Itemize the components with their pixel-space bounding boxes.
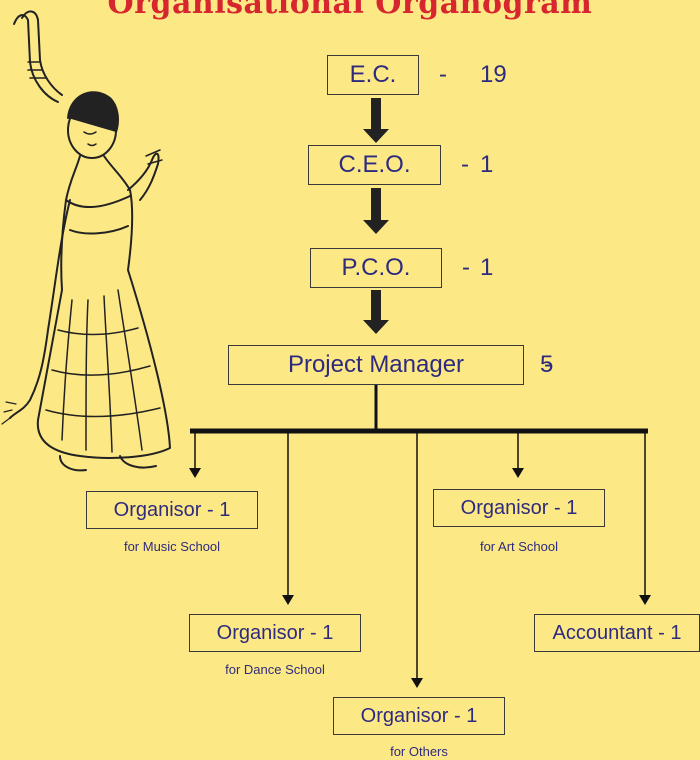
page-title: Organisational Organogram <box>107 0 593 21</box>
role-dash: - <box>462 254 470 281</box>
role-count: 1 <box>480 254 494 281</box>
branch-subtitle: for Music School <box>123 539 221 554</box>
branch-box: Organisor - 1 <box>433 489 605 527</box>
branch-arrowhead <box>512 468 524 478</box>
role-count: 19 <box>480 61 507 88</box>
branch-box: Accountant - 1 <box>534 614 700 652</box>
branch-box: Organisor - 1 <box>189 614 361 652</box>
role-box: C.E.O. <box>308 145 441 185</box>
role-count: 1 <box>480 151 494 178</box>
branch-arrowhead <box>189 468 201 478</box>
branch-subtitle: for Others <box>390 744 448 759</box>
branch-arrowhead <box>639 595 651 605</box>
branch-box: Organisor - 1 <box>333 697 505 735</box>
role-dash: - <box>544 351 552 378</box>
role-dash: - <box>439 61 447 88</box>
branch-subtitle: for Art School <box>479 539 559 554</box>
branch-subtitle: for Dance School <box>225 662 325 677</box>
role-dash: - <box>461 151 469 178</box>
role-box: P.C.O. <box>310 248 442 288</box>
branch-arrowhead <box>411 678 423 688</box>
role-box: E.C. <box>327 55 419 95</box>
branch-arrowhead <box>282 595 294 605</box>
dancer-illustration <box>1 10 171 472</box>
hierarchy-arrow <box>363 290 389 334</box>
hierarchy-arrow <box>363 188 389 234</box>
hierarchy-arrow <box>363 98 389 143</box>
branch-box: Organisor - 1 <box>86 491 258 529</box>
role-count: 5 <box>540 351 554 378</box>
connector-lines <box>189 98 651 688</box>
role-box: Project Manager <box>228 345 524 385</box>
